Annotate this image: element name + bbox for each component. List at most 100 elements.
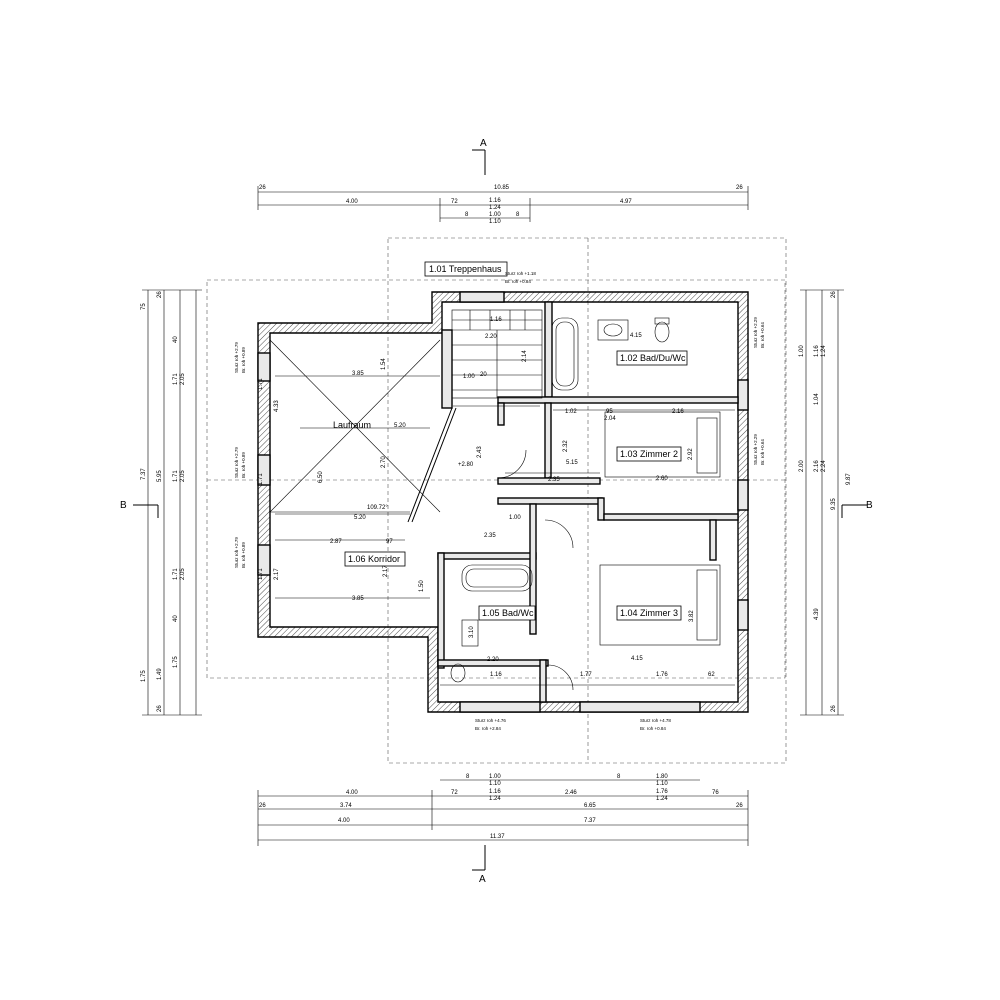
note-br-b2: Br. roh +0.84 — [640, 726, 666, 731]
room-label-bath2: 1.05 Bad/Wc — [482, 608, 534, 618]
idim-102: 1.02 — [565, 409, 577, 415]
idim-217b: 2.17 — [383, 565, 389, 577]
dim-bottom-m: 11.37 — [490, 834, 505, 840]
dim-top-d3: 8 — [465, 212, 469, 218]
note-sturz-l2: Sturz roh +2.79 — [234, 447, 239, 478]
note-br-l2: Br. roh +0.89 — [241, 452, 246, 478]
dim-right-j: 4.39 — [814, 608, 820, 620]
dim-bottom-a: 4.00 — [346, 790, 358, 796]
door-swings — [497, 449, 574, 691]
dim-left-h: 2.05 — [180, 568, 186, 580]
dim-top-mid-b: 1.16 — [489, 198, 501, 204]
dim-bottom-p: 1.00 — [489, 774, 501, 780]
dim-right-a: 9.87 — [846, 473, 852, 485]
void-diagonals — [269, 339, 441, 513]
idim-520b: 5.20 — [354, 515, 366, 521]
room-label-bath1: 1.02 Bad/Du/Wc — [620, 353, 686, 363]
dim-left-n: 75 — [141, 303, 147, 310]
idim-171c: 1.71 — [258, 568, 264, 580]
idim-385a: 3.85 — [352, 371, 364, 377]
dim-bottom-f: 1.76 — [656, 789, 668, 795]
idim-650: 6.50 — [318, 471, 324, 483]
idim-116: 1.16 — [490, 317, 502, 323]
dim-bottom-b: 72 — [451, 790, 458, 796]
idim-1097: 109.72° — [367, 505, 388, 511]
window-right-3 — [737, 599, 749, 631]
bathtub-top — [551, 317, 579, 391]
idim-171a: 1.71 — [258, 378, 264, 390]
idim-217a: 2.17 — [274, 568, 280, 580]
note-br-b1: Br. roh +2.84 — [475, 726, 501, 731]
dim-bottom-c: 1.16 — [489, 789, 501, 795]
dim-right-g: 2.00 — [799, 460, 805, 472]
window-left-2 — [257, 454, 271, 486]
window-bottom-2 — [579, 701, 701, 713]
window-right-2 — [737, 479, 749, 511]
note-br-t: Br. roh +0.84 — [505, 279, 531, 284]
window-bottom-1 — [459, 701, 541, 713]
note-sturz-l3: Sturz roh +2.79 — [234, 537, 239, 568]
bathtub-bottom — [461, 564, 533, 592]
dim-left-m: 26 — [157, 705, 163, 712]
dim-left-j: 1.49 — [157, 668, 163, 680]
note-br-l1: Br. roh +0.89 — [241, 347, 246, 373]
room-label-room3: 1.04 Zimmer 3 — [620, 608, 678, 618]
window-right-1 — [737, 379, 749, 411]
dim-top-total: 10.85 — [494, 185, 510, 191]
idim-177: 1.77 — [580, 672, 592, 678]
dim-bottom-u: 8 — [617, 774, 621, 780]
dim-right-h: 2.16 — [814, 460, 820, 472]
note-br-r2: Br. roh +0.64 — [760, 439, 765, 465]
section-a-bottom: A — [479, 874, 486, 885]
note-br-l3: Br. roh +0.89 — [241, 542, 246, 568]
idim-20: 20 — [480, 372, 487, 378]
dim-left-g: 1.71 — [173, 568, 179, 580]
dim-left-l: 26 — [157, 291, 163, 298]
washbasin-top — [597, 319, 629, 341]
section-marks: A A B B — [120, 138, 873, 885]
idim-280: +2.80 — [458, 462, 474, 468]
dim-left-a: 7.37 — [141, 468, 147, 480]
dim-left-k: 1.75 — [173, 656, 179, 668]
note-sturz-b2: Sturz roh +4.78 — [640, 718, 671, 723]
dimension-chain-bottom: 8 1.00 1.10 8 1.80 1.10 4.00 72 1.16 1.2… — [257, 774, 749, 846]
dim-bottom-e: 2.46 — [565, 790, 577, 796]
note-sturz-b1: Sturz roh +4.76 — [475, 718, 506, 723]
dim-top-d2: 1.10 — [489, 219, 501, 225]
idim-433: 4.33 — [274, 400, 280, 412]
dim-right-f: 1.00 — [799, 345, 805, 357]
dim-bottom-t: 8 — [466, 774, 470, 780]
idim-310: 3.10 — [469, 626, 475, 638]
dim-left-p: 40 — [173, 615, 179, 622]
level-notes: Sturz roh +2.79 Br. roh +0.89 Sturz roh … — [234, 271, 765, 731]
note-sturz-l1: Sturz roh +2.79 — [234, 342, 239, 373]
bed-room2 — [604, 411, 721, 478]
idim-515: 5.15 — [566, 460, 578, 466]
dim-right-c: 1.04 — [814, 393, 820, 405]
room-label-corridor: 1.06 Korridor — [348, 554, 400, 564]
idim-235a: 2.35 — [548, 477, 560, 483]
idim-154: 1.54 — [381, 358, 387, 370]
dim-right-d: 1.16 — [814, 345, 820, 357]
idim-270: 2.70 — [381, 456, 387, 468]
idim-216: 2.16 — [672, 409, 684, 415]
room-label-lauf: Laufraum — [333, 420, 371, 430]
idim-204: 2.04 — [604, 416, 616, 422]
dim-bottom-s: 1.10 — [656, 781, 668, 787]
idim-97: 97 — [386, 539, 393, 545]
toilet-bottom — [450, 663, 466, 683]
staircase — [451, 309, 543, 399]
note-sturz-r2: Sturz roh +2.29 — [753, 434, 758, 465]
idim-116b: 1.16 — [490, 672, 502, 678]
idim-243: 2.43 — [477, 446, 483, 458]
dim-right-e: 1.24 — [821, 345, 827, 357]
note-br-r1: Br. roh +0.64 — [760, 322, 765, 348]
idim-214: 2.14 — [522, 350, 528, 362]
room-labels: 1.01 Treppenhaus 1.02 Bad/Du/Wc 1.03 Zim… — [333, 261, 688, 621]
window-left-3 — [257, 544, 271, 576]
dim-top-mid-c: 1.24 — [489, 205, 501, 211]
idim-415b: 4.15 — [631, 656, 643, 662]
dim-bottom-o: 26 — [736, 803, 743, 809]
window-left-1 — [257, 352, 271, 382]
